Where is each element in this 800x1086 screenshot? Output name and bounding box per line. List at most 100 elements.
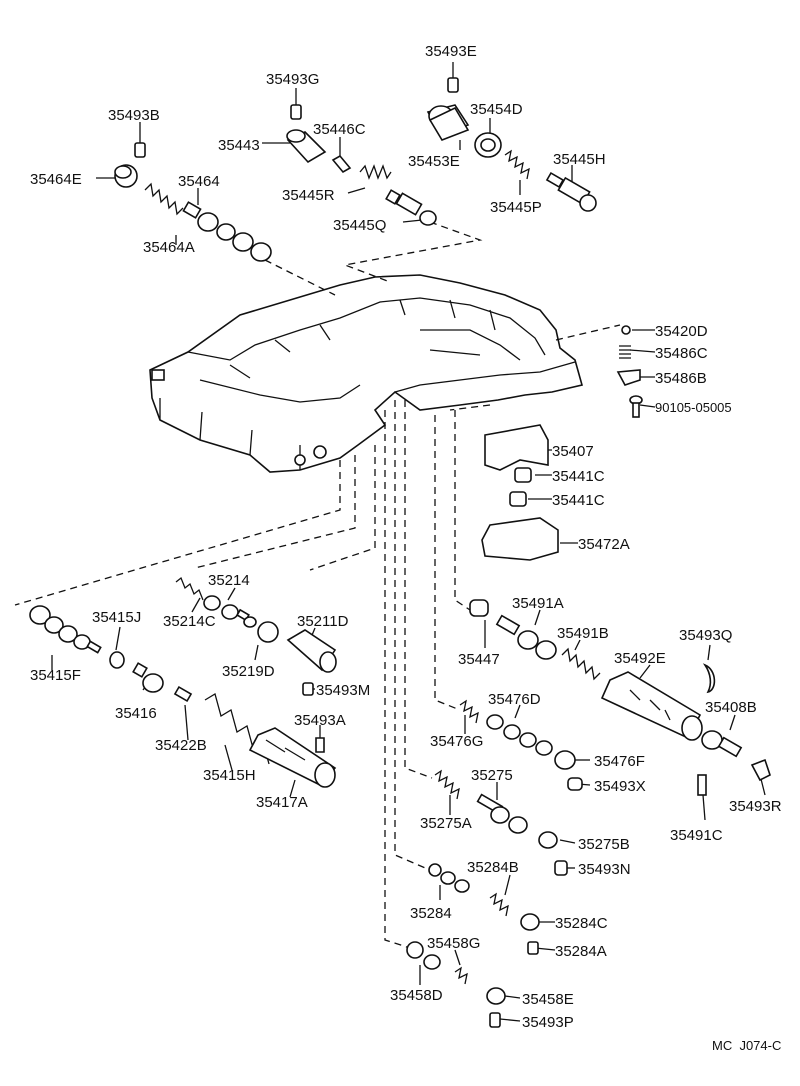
spring-35486C (619, 345, 631, 359)
label-35445R: 35445R (282, 187, 335, 204)
label-35493G: 35493G (266, 71, 319, 88)
label-35441C-a: 35441C (552, 468, 605, 485)
label-35445Q: 35445Q (333, 217, 386, 234)
left-lower-parts (29, 576, 337, 788)
plug-35493M (302, 682, 314, 696)
pin-35422B (173, 685, 193, 703)
right-plate-parts (481, 325, 643, 561)
valve-35445Q (385, 189, 437, 226)
label-35219D: 35219D (222, 663, 275, 680)
spring-35214C (175, 576, 204, 601)
label-35476F: 35476F (594, 753, 645, 770)
clip-35493Q (702, 663, 716, 694)
right-lower-parts (406, 599, 771, 1028)
washer-35415J (109, 651, 125, 669)
plug-35275B (538, 831, 558, 849)
plate-35407 (484, 424, 549, 471)
label-35486C: 35486C (655, 345, 708, 362)
label-35441C-b: 35441C (552, 492, 605, 509)
label-35492E: 35492E (614, 650, 666, 667)
label-35458D: 35458D (390, 987, 443, 1004)
label-35284A: 35284A (555, 943, 607, 960)
spring-35476G (459, 699, 479, 724)
label-35284B: 35284B (467, 859, 519, 876)
pin-35446C (331, 154, 352, 174)
retainer-35441C-a (514, 467, 532, 483)
valve-35458D (406, 941, 441, 970)
plug-35219D (243, 616, 279, 643)
dashed-connectors (14, 221, 621, 949)
top-parts (114, 77, 597, 262)
plug-35284C (520, 913, 540, 931)
plug-35476F (554, 750, 576, 770)
label-35476D: 35476D (488, 691, 541, 708)
clip-35493A (315, 737, 325, 753)
label-90105-05005: 90105-05005 (655, 400, 732, 415)
label-35493Q: 35493Q (679, 627, 732, 644)
label-35415F: 35415F (30, 667, 81, 684)
label-35214C: 35214C (163, 613, 216, 630)
label-35415J: 35415J (92, 609, 141, 626)
plug-35493G (290, 104, 302, 120)
label-35417A: 35417A (256, 794, 308, 811)
plug-35493N (554, 860, 568, 876)
diagram-code: MC J074-C (712, 1038, 781, 1053)
label-35275: 35275 (471, 767, 513, 784)
label-35493P: 35493P (522, 1014, 574, 1031)
spring-35284B (489, 892, 509, 917)
spring-35275A (434, 769, 460, 800)
cover-35472A (481, 517, 559, 561)
label-35491B: 35491B (557, 625, 609, 642)
label-35416: 35416 (115, 705, 157, 722)
label-35493B: 35493B (108, 107, 160, 124)
plug-35493E (447, 77, 459, 93)
label-35464E: 35464E (30, 171, 82, 188)
label-35493N: 35493N (578, 861, 631, 878)
label-35493R: 35493R (729, 798, 782, 815)
label-35476G: 35476G (430, 733, 483, 750)
retainer-35441C-b (509, 491, 527, 507)
label-35420D: 35420D (655, 323, 708, 340)
plug-35284A (527, 941, 539, 955)
label-35408B: 35408B (705, 699, 757, 716)
valve-35408B (701, 730, 743, 758)
label-35445P: 35445P (490, 199, 542, 216)
valve-35464 (182, 201, 272, 262)
plug-35493P (489, 1012, 501, 1028)
ball-35420D (621, 325, 631, 335)
valve-35415F (29, 605, 102, 654)
label-35446C: 35446C (313, 121, 366, 138)
sleeve-35453E (426, 104, 470, 141)
spring-35491B (561, 647, 601, 681)
plug-35493B (134, 142, 146, 158)
spring-35458G (454, 966, 468, 985)
label-35284: 35284 (410, 905, 452, 922)
spring-35445R (359, 164, 392, 180)
label-35422B: 35422B (155, 737, 207, 754)
pin-35491C (697, 774, 707, 796)
plug-35493X (567, 777, 583, 791)
plug-35447 (469, 599, 489, 617)
label-35493A: 35493A (294, 712, 346, 729)
label-35464: 35464 (178, 173, 220, 190)
label-35454D: 35454D (470, 101, 523, 118)
plug-35416 (132, 662, 164, 693)
valve-35284 (428, 863, 470, 893)
valve-35476D (486, 714, 553, 756)
label-35491A: 35491A (512, 595, 564, 612)
label-35493M: 35493M (316, 682, 370, 699)
label-35458E: 35458E (522, 991, 574, 1008)
label-35453E: 35453E (408, 153, 460, 170)
label-35443: 35443 (218, 137, 260, 154)
label-35486B: 35486B (655, 370, 707, 387)
part-labels: 35493E 35493G 35493B 35454D 35443 35446C… (30, 43, 782, 1053)
bolt-90105-05005 (629, 395, 643, 418)
label-35464A: 35464A (143, 239, 195, 256)
bracket-35486B (616, 369, 641, 386)
label-35415H: 35415H (203, 767, 256, 784)
valve-35445H (545, 171, 597, 212)
valve-body-plate (149, 274, 583, 473)
label-35407: 35407 (552, 443, 594, 460)
